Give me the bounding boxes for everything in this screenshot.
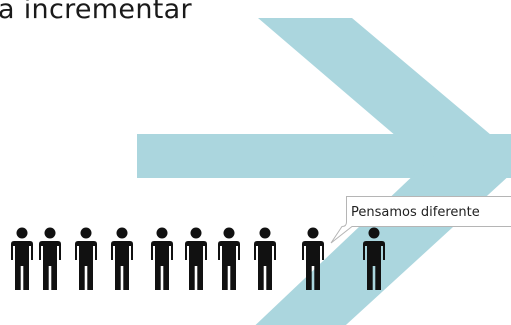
person-icon xyxy=(39,227,61,290)
speech-bubble-text: Pensamos diferente xyxy=(351,205,480,220)
person-icon xyxy=(111,227,133,290)
person-icon xyxy=(151,227,173,290)
person-icon-speaking xyxy=(302,227,324,290)
person-icon xyxy=(11,227,33,290)
person-icon-outlier xyxy=(363,227,385,290)
person-icon xyxy=(185,227,207,290)
person-icon xyxy=(218,227,240,290)
person-icon xyxy=(254,227,276,290)
speech-bubble-outline xyxy=(330,196,511,244)
headline-text: a incrementar xyxy=(0,0,192,25)
person-icon xyxy=(75,227,97,290)
